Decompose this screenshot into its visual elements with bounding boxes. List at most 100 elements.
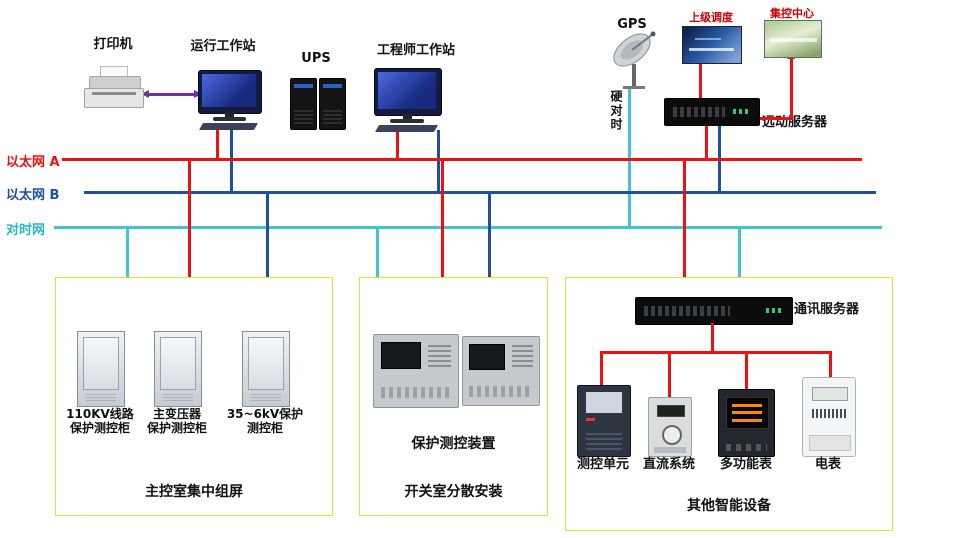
server-ports — [644, 306, 730, 317]
dc-system-label: 直流系统 — [642, 457, 695, 472]
central-control-label: 集控中心 — [770, 7, 814, 20]
energy-meter-image — [802, 377, 856, 457]
superior-dispatch-image — [682, 26, 742, 64]
cabinet-label-line1: 35~6kV保护 — [226, 407, 304, 421]
printer-label: 打印机 — [93, 37, 133, 52]
device-screen — [656, 404, 686, 418]
ethernet-a-to-box3-line — [683, 161, 686, 277]
protection-device-label: 保护测控装置 — [411, 436, 496, 452]
dc-system-image — [648, 397, 692, 457]
cabinet-transformer-label: 主变压器 保护测控柜 — [132, 407, 222, 436]
cabinet-35-6kv-label: 35~6kV保护 测控柜 — [220, 407, 310, 436]
ethernet-b-to-box2-line — [488, 194, 491, 277]
engineer-to-ethernet-a-line — [396, 130, 399, 161]
server-leds — [733, 108, 751, 114]
server-to-ethernet-a-line — [705, 124, 708, 161]
server-ports — [673, 107, 725, 118]
monitor-screen — [202, 74, 256, 107]
monitor-stand — [225, 112, 234, 117]
ethernet-a-to-box2-line — [441, 161, 444, 277]
ethernet-a-label: 以太网 A — [4, 151, 62, 170]
multifunction-meter-image — [718, 389, 775, 457]
server-leds — [766, 307, 784, 313]
device-buttons — [511, 345, 533, 367]
switch-room-title: 开关室分散安装 — [404, 484, 503, 500]
comm-server-drop-line — [711, 323, 714, 351]
drop-to-dc-line — [668, 351, 671, 397]
ups-tower-2 — [319, 78, 346, 130]
gps-dish-icon — [608, 28, 662, 90]
device-led — [585, 417, 595, 421]
comm-server-label: 通讯服务器 — [794, 302, 860, 317]
ethernet-b-label: 以太网 B — [4, 184, 62, 203]
cabinet-label-line1: 主变压器 — [152, 407, 201, 421]
engineer-station-image — [374, 68, 442, 134]
cabinet-label-line1: 110KV线路 — [66, 407, 134, 421]
printer-link-line — [148, 93, 196, 96]
server-to-dispatch-line — [699, 62, 702, 100]
device-terminal-cover — [809, 435, 851, 452]
protection-device-1 — [373, 334, 459, 408]
device-screen — [380, 342, 421, 370]
timenet-to-box2-line — [376, 229, 379, 277]
operator-station-image — [198, 70, 262, 132]
monitor-screen — [378, 72, 436, 109]
ethernet-b-to-box1-line — [266, 194, 269, 277]
central-control-image — [764, 20, 822, 58]
monitor-stand — [403, 114, 412, 119]
smart-devices-title: 其他智能设备 — [687, 498, 771, 514]
ups-tower-1 — [290, 78, 317, 130]
device-dial — [662, 424, 682, 445]
timenet-label: 对时网 — [4, 219, 48, 238]
cabinet-label-line2: 测控柜 — [246, 420, 283, 435]
device-barcode — [812, 409, 846, 418]
cabinet-110kv-label: 110KV线路 保护测控柜 — [55, 407, 145, 436]
smart-devices-box: 通讯服务器 测控单元 直流系统 多功能表 电 — [565, 277, 893, 531]
printer-body — [84, 88, 144, 108]
engineer-station-label: 工程师工作站 — [376, 43, 455, 58]
gps-hard-sync-label: 硬对时 — [609, 90, 623, 132]
telecontrol-server-image — [664, 98, 760, 126]
measuring-unit-image — [577, 385, 631, 457]
operator-station-label: 运行工作站 — [190, 39, 256, 54]
ups-label: UPS — [301, 51, 331, 66]
device-screen — [469, 343, 506, 370]
operator-to-ethernet-a-line — [216, 126, 219, 161]
ethernet-a-to-box1-line — [188, 161, 191, 277]
drop-to-ied-line — [600, 351, 603, 387]
energy-meter-label: 电表 — [814, 457, 841, 472]
ups-image — [290, 78, 346, 130]
cabinet-label-line2: 保护测控柜 — [146, 420, 207, 435]
printer-image — [84, 66, 144, 110]
timenet-to-box3-line — [738, 229, 741, 277]
server-to-cc-line-h — [758, 117, 793, 120]
ethernet-b-bus-line — [84, 191, 876, 194]
device-buttons — [725, 444, 768, 451]
main-control-room-box: 110KV线路 保护测控柜 主变压器 保护测控柜 35~6kV保护 测控柜 主控… — [55, 277, 333, 516]
printer-slot — [92, 92, 136, 95]
cabinet-transformer — [154, 331, 202, 407]
monitor-base — [390, 119, 424, 123]
cabinet-label-line2: 保护测控柜 — [69, 420, 130, 435]
distribution-bus-line — [600, 351, 830, 354]
drop-to-emeter-line — [829, 351, 832, 377]
main-control-room-title: 主控室集中组屏 — [145, 484, 243, 500]
switch-room-box: 保护测控装置 开关室分散安装 — [359, 277, 548, 516]
timenet-bus-line — [54, 226, 882, 229]
device-keypad — [585, 432, 623, 451]
device-buttons — [427, 343, 452, 367]
protection-device-2 — [462, 336, 540, 406]
comm-server-image — [635, 297, 793, 325]
device-terminals — [654, 447, 686, 454]
engineer-to-ethernet-b-line — [437, 130, 440, 194]
cabinet-35-6kv — [242, 331, 290, 407]
measuring-unit-label: 测控单元 — [576, 457, 629, 472]
timenet-to-box1-line — [126, 229, 129, 277]
device-button-row — [469, 385, 533, 397]
gps-label: GPS — [617, 17, 647, 32]
device-screen — [725, 396, 770, 429]
monitor-base — [213, 117, 246, 121]
device-button-row — [380, 386, 452, 399]
keyboard — [374, 125, 439, 132]
